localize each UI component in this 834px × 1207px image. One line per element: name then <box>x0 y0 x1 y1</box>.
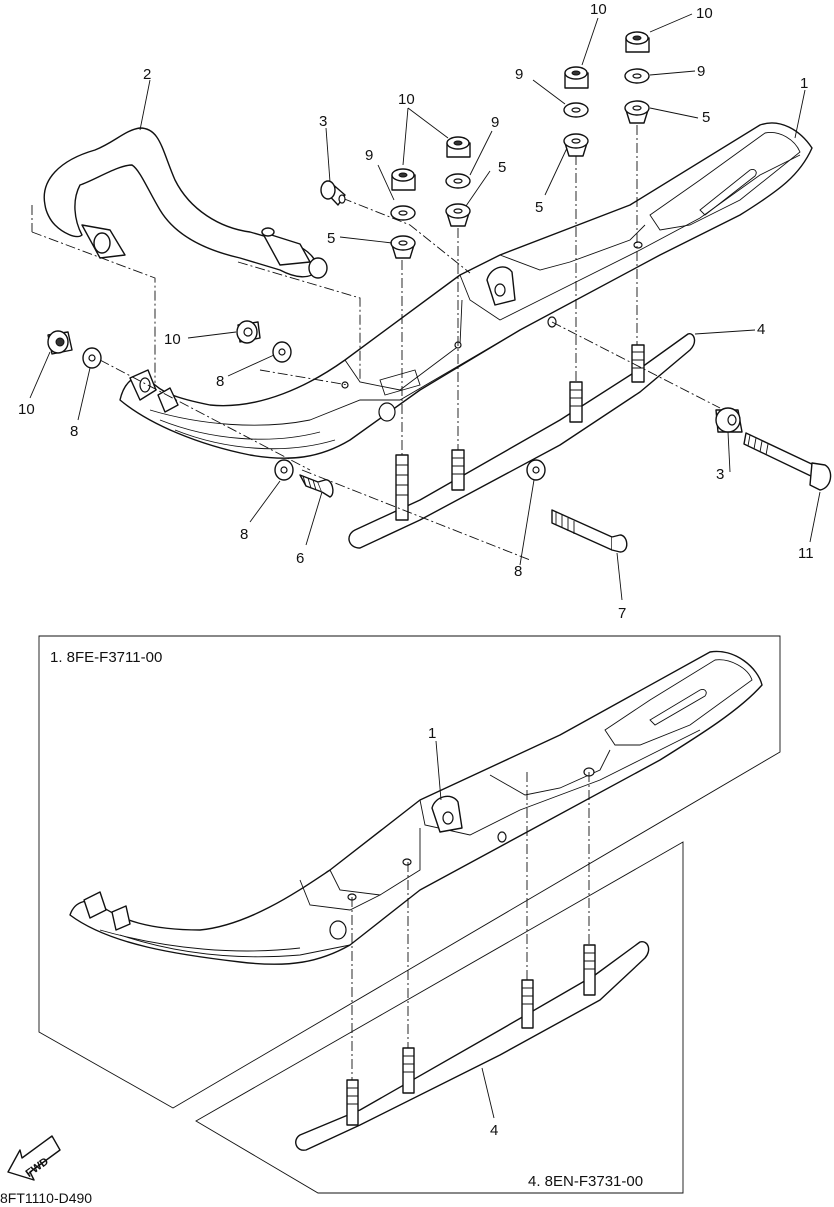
callout-5: 5 <box>327 230 335 247</box>
fwd-arrow-icon: FWD <box>7 1135 61 1181</box>
callout-3: 3 <box>319 113 327 130</box>
alignment-lines <box>31 125 721 561</box>
callout-9: 9 <box>515 66 523 83</box>
leader-lines <box>29 13 821 601</box>
ski-body <box>119 122 813 459</box>
callout-10: 10 <box>398 91 415 108</box>
callout-9: 9 <box>491 114 499 131</box>
callout-1: 1 <box>800 75 808 92</box>
callout-5: 5 <box>702 109 710 126</box>
bolt-6 <box>274 459 334 498</box>
inset-runner: 4. 8EN-F3731-00 <box>195 772 684 1194</box>
callout-10: 10 <box>18 401 35 418</box>
callout-8: 8 <box>240 526 248 543</box>
inset-callout-1: 1 <box>428 725 436 742</box>
left-hardware <box>47 320 292 369</box>
bolt-11 <box>715 407 832 491</box>
ski-runner <box>348 333 696 549</box>
ski-handle <box>43 127 328 279</box>
inset-ski-assembly: 1. 8FE-F3711-00 <box>38 635 781 1109</box>
callout-8: 8 <box>216 373 224 390</box>
hardware-stack-c <box>563 66 589 157</box>
callout-9: 9 <box>697 63 705 80</box>
callout-8: 8 <box>70 423 78 440</box>
callout-10: 10 <box>696 5 713 22</box>
inset-runner-caption: 4. 8EN-F3731-00 <box>528 1173 643 1190</box>
bolt-7 <box>526 459 628 553</box>
callout-8: 8 <box>514 563 522 580</box>
callout-4: 4 <box>757 321 765 338</box>
callout-3: 3 <box>716 466 724 483</box>
collar-upper <box>320 180 346 206</box>
callout-5: 5 <box>535 199 543 216</box>
callout-7: 7 <box>618 605 626 622</box>
callout-6: 6 <box>296 550 304 567</box>
inset-callout-4: 4 <box>490 1122 498 1139</box>
hardware-stack-a <box>390 168 416 259</box>
callout-9: 9 <box>365 147 373 164</box>
callout-10: 10 <box>590 1 607 18</box>
callout-2: 2 <box>143 66 151 83</box>
callout-11: 11 <box>798 545 814 562</box>
inset-ski-caption: 1. 8FE-F3711-00 <box>50 649 162 666</box>
callout-10: 10 <box>164 331 181 348</box>
callout-5: 5 <box>498 159 506 176</box>
drawing-code: 8FT1110-D490 <box>0 1190 92 1206</box>
hardware-stack-d <box>624 31 650 124</box>
hardware-stack-b <box>445 136 471 227</box>
